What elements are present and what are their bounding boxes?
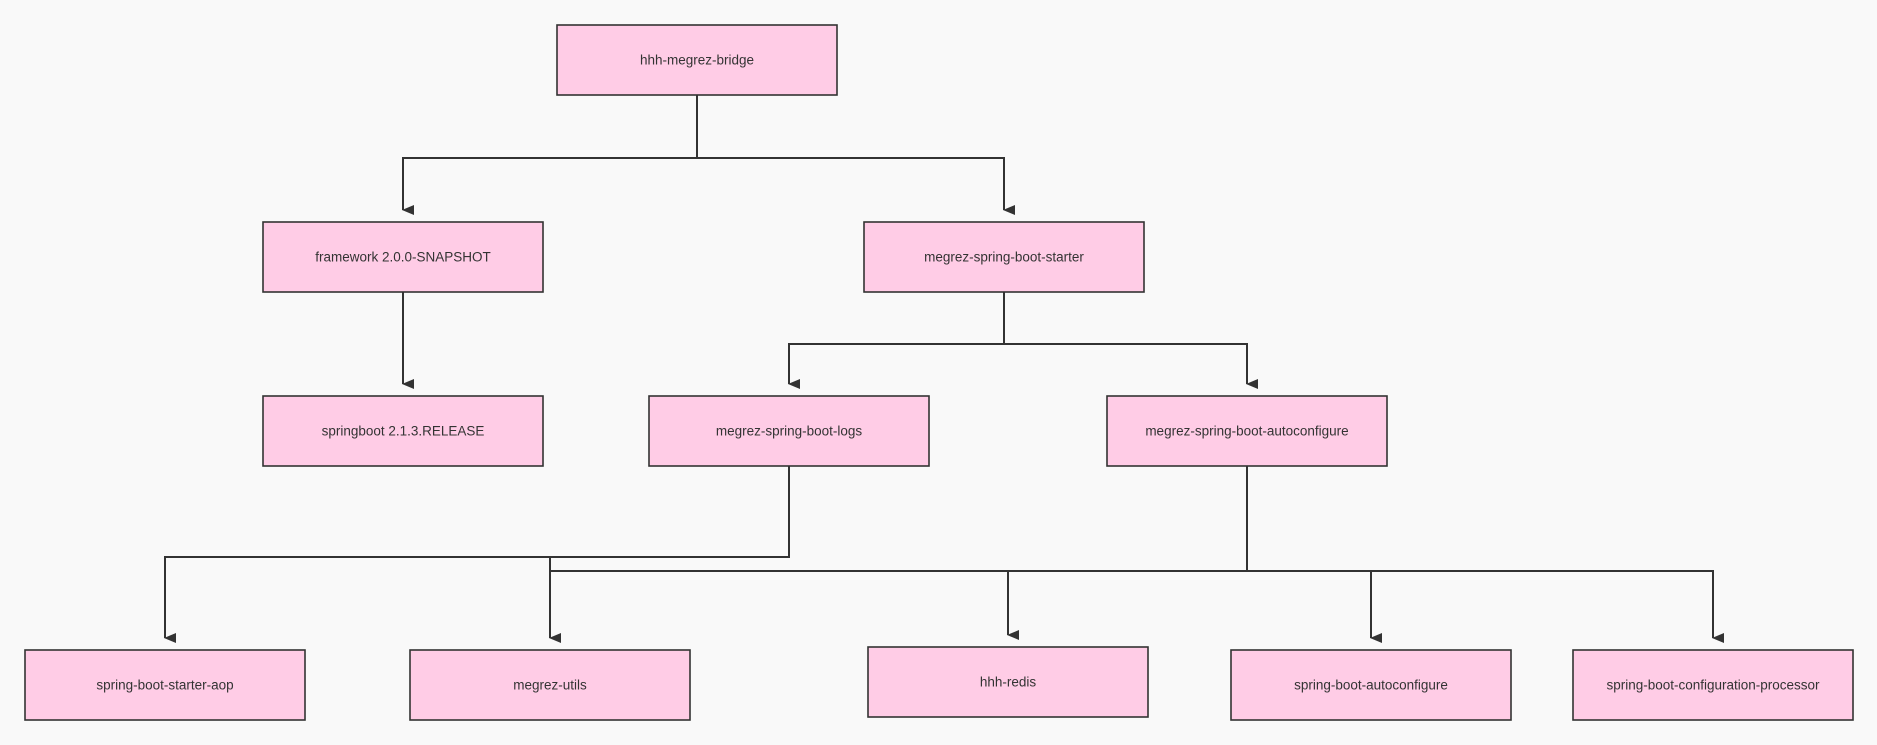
node-box bbox=[1106, 395, 1388, 467]
edge-starter-to-logs bbox=[788, 292, 1005, 389]
node-label: megrez-spring-boot-logs bbox=[716, 424, 863, 439]
node-label: megrez-utils bbox=[513, 678, 587, 693]
node-box bbox=[1572, 649, 1854, 721]
node-box bbox=[409, 649, 691, 721]
node-box bbox=[556, 24, 838, 96]
node-springboot[interactable]: springboot 2.1.3.RELEASE bbox=[262, 395, 544, 467]
edge-autoconfigure-to-utils bbox=[550, 466, 1248, 572]
node-label: springboot 2.1.3.RELEASE bbox=[322, 424, 485, 439]
node-hhh-redis[interactable]: hhh-redis bbox=[867, 646, 1149, 718]
node-megrez-spring-boot-starter[interactable]: megrez-spring-boot-starter bbox=[863, 221, 1145, 293]
node-label: spring-boot-starter-aop bbox=[96, 678, 233, 693]
node-spring-boot-starter-aop[interactable]: spring-boot-starter-aop bbox=[24, 649, 306, 721]
node-box bbox=[1230, 649, 1512, 721]
edge-autoconfigure-to-spring-autoconfigure bbox=[1247, 570, 1382, 643]
node-label: hhh-megrez-bridge bbox=[640, 53, 754, 68]
edge-autoconfigure-to-redis bbox=[1007, 570, 1247, 640]
node-spring-boot-autoconfigure[interactable]: spring-boot-autoconfigure bbox=[1230, 649, 1512, 721]
node-megrez-spring-boot-logs[interactable]: megrez-spring-boot-logs bbox=[648, 395, 930, 467]
node-hhh-megrez-bridge[interactable]: hhh-megrez-bridge bbox=[556, 24, 838, 96]
edges-layer bbox=[164, 95, 1724, 643]
node-box bbox=[867, 646, 1149, 718]
node-label: framework 2.0.0-SNAPSHOT bbox=[315, 250, 491, 265]
node-label: spring-boot-configuration-processor bbox=[1606, 678, 1820, 693]
node-box bbox=[262, 221, 544, 293]
node-label: spring-boot-autoconfigure bbox=[1294, 678, 1448, 693]
node-label: megrez-spring-boot-autoconfigure bbox=[1145, 424, 1348, 439]
node-framework[interactable]: framework 2.0.0-SNAPSHOT bbox=[262, 221, 544, 293]
node-label: hhh-redis bbox=[980, 675, 1037, 690]
nodes-layer: hhh-megrez-bridge framework 2.0.0-SNAPSH… bbox=[24, 24, 1854, 721]
node-label: megrez-spring-boot-starter bbox=[924, 250, 1084, 265]
node-megrez-utils[interactable]: megrez-utils bbox=[409, 649, 691, 721]
node-box bbox=[24, 649, 306, 721]
edge-autoconfigure-to-config-processor bbox=[1371, 570, 1724, 643]
node-box bbox=[648, 395, 930, 467]
node-box bbox=[863, 221, 1145, 293]
node-megrez-spring-boot-autoconfigure[interactable]: megrez-spring-boot-autoconfigure bbox=[1106, 395, 1388, 467]
edge-bridge-to-framework bbox=[402, 95, 698, 215]
edge-logs-to-aop bbox=[164, 466, 790, 643]
node-spring-boot-configuration-processor[interactable]: spring-boot-configuration-processor bbox=[1572, 649, 1854, 721]
edge-bridge-to-starter bbox=[697, 157, 1015, 215]
node-box bbox=[262, 395, 544, 467]
edge-starter-to-megrez-autoconfigure bbox=[1004, 343, 1258, 389]
